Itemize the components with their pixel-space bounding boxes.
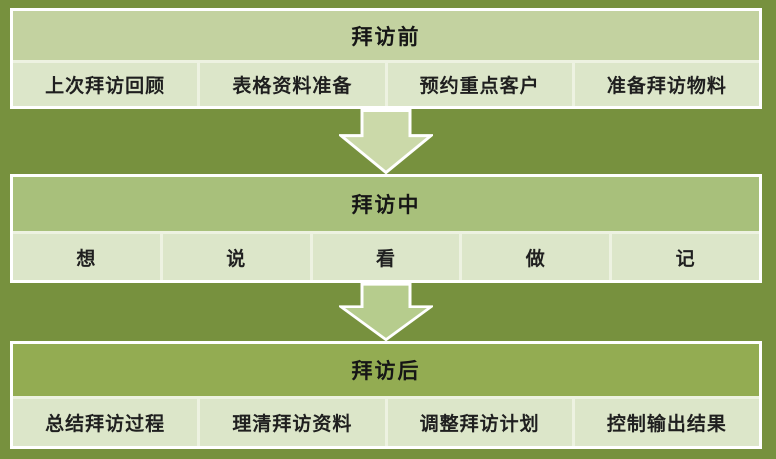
section-during-items: 想 说 看 做 记 bbox=[13, 231, 759, 280]
down-arrow-icon bbox=[339, 283, 433, 341]
section-after-visit: 拜访后 总结拜访过程 理清拜访资料 调整拜访计划 控制输出结果 bbox=[10, 341, 762, 449]
step-cell: 预约重点客户 bbox=[387, 63, 572, 106]
step-cell: 总结拜访过程 bbox=[13, 399, 198, 446]
step-cell: 上次拜访回顾 bbox=[13, 63, 198, 106]
down-arrow-connector-1 bbox=[10, 109, 762, 174]
step-cell: 做 bbox=[462, 234, 610, 280]
step-cell: 记 bbox=[612, 234, 759, 280]
section-during-title: 拜访中 bbox=[351, 192, 421, 217]
section-before-visit: 拜访前 上次拜访回顾 表格资料准备 预约重点客户 准备拜访物料 bbox=[10, 8, 762, 109]
step-cell: 说 bbox=[162, 234, 310, 280]
section-before-items: 上次拜访回顾 表格资料准备 预约重点客户 准备拜访物料 bbox=[13, 60, 759, 106]
step-cell: 准备拜访物料 bbox=[574, 63, 759, 106]
section-after-title: 拜访后 bbox=[351, 358, 421, 383]
down-arrow-icon bbox=[339, 109, 433, 174]
step-cell: 表格资料准备 bbox=[200, 63, 385, 106]
section-after-header: 拜访后 bbox=[13, 344, 759, 396]
step-cell: 看 bbox=[312, 234, 460, 280]
section-after-items: 总结拜访过程 理清拜访资料 调整拜访计划 控制输出结果 bbox=[13, 396, 759, 446]
section-during-header: 拜访中 bbox=[13, 177, 759, 231]
down-arrow-connector-2 bbox=[10, 283, 762, 341]
step-cell: 控制输出结果 bbox=[574, 399, 759, 446]
step-cell: 想 bbox=[13, 234, 160, 280]
section-during-visit: 拜访中 想 说 看 做 记 bbox=[10, 174, 762, 283]
step-cell: 理清拜访资料 bbox=[200, 399, 385, 446]
section-before-header: 拜访前 bbox=[13, 11, 759, 60]
step-cell: 调整拜访计划 bbox=[387, 399, 572, 446]
section-before-title: 拜访前 bbox=[351, 23, 421, 49]
